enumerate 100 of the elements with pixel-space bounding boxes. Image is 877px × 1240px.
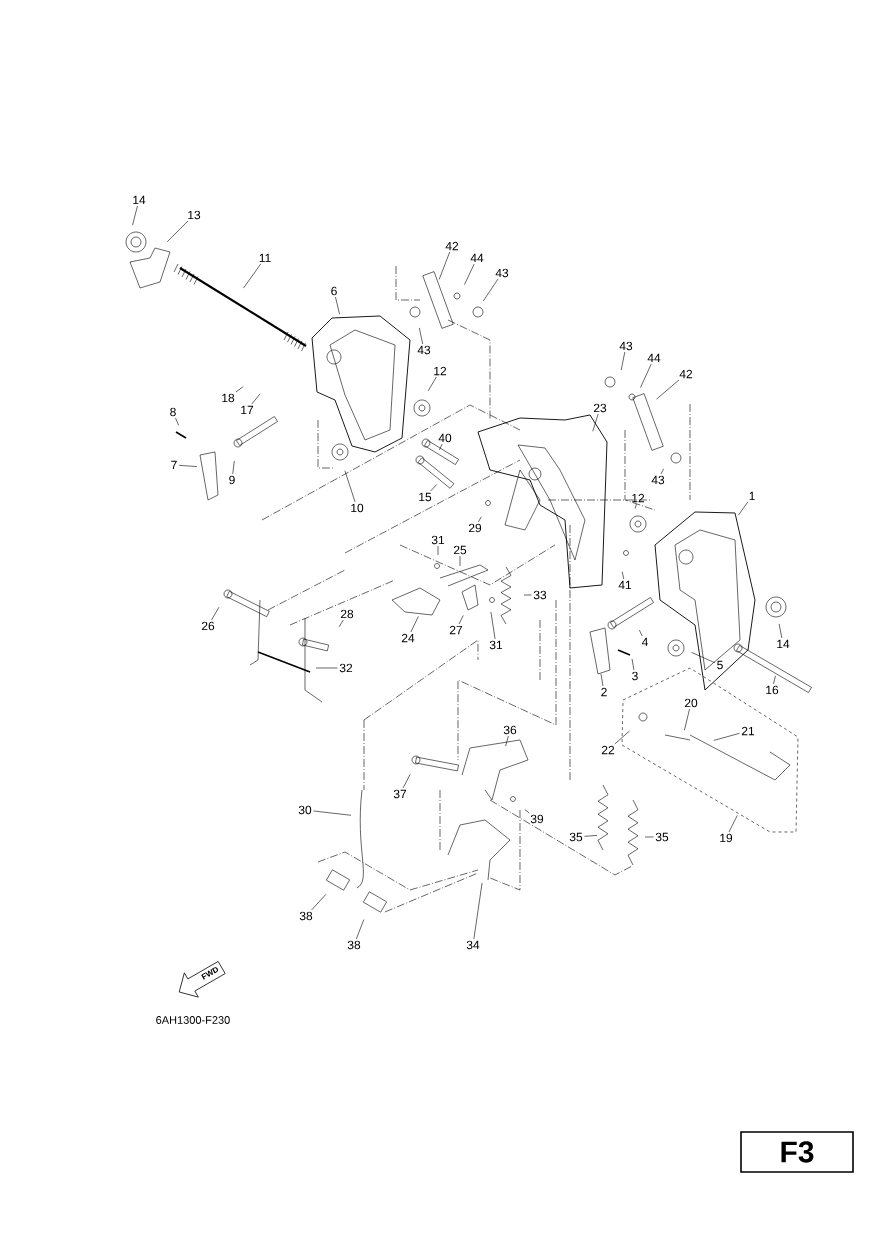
- callout-number: 22: [601, 745, 615, 755]
- callout-number: 19: [720, 833, 733, 843]
- callout-number: 25: [453, 545, 467, 555]
- callout-number: 39: [530, 814, 544, 824]
- callout-number: 8: [170, 407, 176, 417]
- callout-number: 11: [259, 253, 271, 263]
- callout-number: 28: [340, 609, 354, 619]
- leader-line: [644, 836, 654, 838]
- callout-number: 12: [434, 366, 447, 376]
- leader-line: [235, 386, 244, 393]
- leader-line: [691, 652, 716, 663]
- callout-number: 38: [347, 940, 361, 950]
- callout-number: 40: [438, 433, 452, 443]
- leader-line: [178, 465, 198, 467]
- leader-line: [478, 516, 482, 523]
- leader-line: [621, 571, 625, 580]
- leader-line: [600, 673, 604, 687]
- leader-line: [251, 393, 261, 405]
- callout-number: 3: [632, 671, 638, 681]
- leader-line: [243, 263, 262, 289]
- leader-line: [458, 615, 464, 625]
- leader-line: [523, 594, 532, 596]
- leader-line: [713, 733, 740, 741]
- leader-line: [175, 417, 179, 426]
- leader-line: [335, 296, 340, 315]
- leader-line: [505, 735, 509, 747]
- leader-line: [232, 460, 235, 475]
- callout-number: 31: [489, 640, 503, 650]
- callout-number: 44: [647, 353, 661, 363]
- callout-number: 21: [741, 726, 755, 736]
- callout-number: 33: [533, 590, 547, 600]
- leader-line: [311, 894, 327, 911]
- leader-line: [459, 555, 461, 567]
- leader-line: [439, 443, 443, 451]
- callout-number: 13: [188, 210, 201, 220]
- callout-number: 26: [201, 621, 215, 631]
- leader-line: [490, 611, 496, 640]
- callout-number: 35: [655, 832, 669, 842]
- leader-line: [620, 351, 626, 371]
- callout-number: 35: [569, 832, 583, 842]
- callout-number: 34: [466, 940, 480, 950]
- leader-line: [640, 363, 652, 388]
- callout-number: 9: [229, 475, 235, 485]
- leader-line: [584, 835, 598, 837]
- callout-number: 37: [393, 789, 407, 799]
- callout-number: 42: [679, 369, 693, 379]
- callout-number: 10: [351, 503, 364, 513]
- callout-number: 43: [651, 475, 665, 485]
- leader-line: [338, 619, 344, 628]
- leader-line: [728, 815, 738, 833]
- callout-number: 27: [449, 625, 463, 635]
- callout-number: 44: [470, 253, 484, 263]
- leader-line: [631, 658, 635, 671]
- leader-line: [166, 220, 189, 243]
- callout-number: 24: [401, 633, 415, 643]
- leader-line: [483, 278, 499, 302]
- callout-number: 1: [749, 491, 755, 501]
- leader-line: [427, 376, 437, 392]
- leader-line: [211, 606, 220, 621]
- leader-line: [410, 616, 419, 633]
- callout-number: 36: [503, 725, 517, 735]
- callout-number: 5: [717, 660, 723, 670]
- callout-number: 43: [619, 341, 633, 351]
- callout-number: 15: [419, 492, 432, 502]
- leader-line: [773, 675, 776, 685]
- leader-line: [430, 484, 438, 492]
- callout-number: 2: [601, 687, 607, 697]
- arrow-label: FWD: [201, 967, 219, 980]
- leader-line: [524, 809, 530, 814]
- leader-line: [614, 730, 630, 745]
- leader-line: [639, 629, 643, 637]
- callout-number: 43: [495, 268, 509, 278]
- leader-line: [344, 470, 356, 503]
- leader-line: [315, 667, 338, 669]
- callout-number: 29: [468, 523, 482, 533]
- leader-line: [738, 501, 749, 516]
- callout-number: 14: [777, 639, 790, 649]
- leader-line: [473, 882, 483, 940]
- leader-line: [132, 205, 138, 226]
- leader-line: [464, 263, 475, 285]
- leader-line: [438, 251, 450, 280]
- callout-number: 32: [339, 663, 353, 673]
- leader-line: [634, 503, 637, 509]
- callout-number: 6: [331, 286, 337, 296]
- callout-number: 30: [298, 805, 312, 815]
- callout-number: 43: [417, 345, 431, 355]
- callout-number: 18: [222, 393, 235, 403]
- callout-number: 31: [431, 535, 445, 545]
- callout-number: 38: [299, 911, 313, 921]
- callout-number: 20: [684, 698, 698, 708]
- leader-line: [684, 708, 690, 731]
- callout-number: 12: [632, 493, 645, 503]
- page-tab: F3: [740, 1131, 854, 1173]
- callout-number: 14: [133, 195, 146, 205]
- callout-number: 7: [171, 460, 177, 470]
- leader-line: [592, 413, 599, 432]
- leader-line: [313, 810, 352, 816]
- leader-line: [402, 774, 411, 789]
- leader-line: [356, 919, 365, 940]
- leader-line: [660, 468, 664, 475]
